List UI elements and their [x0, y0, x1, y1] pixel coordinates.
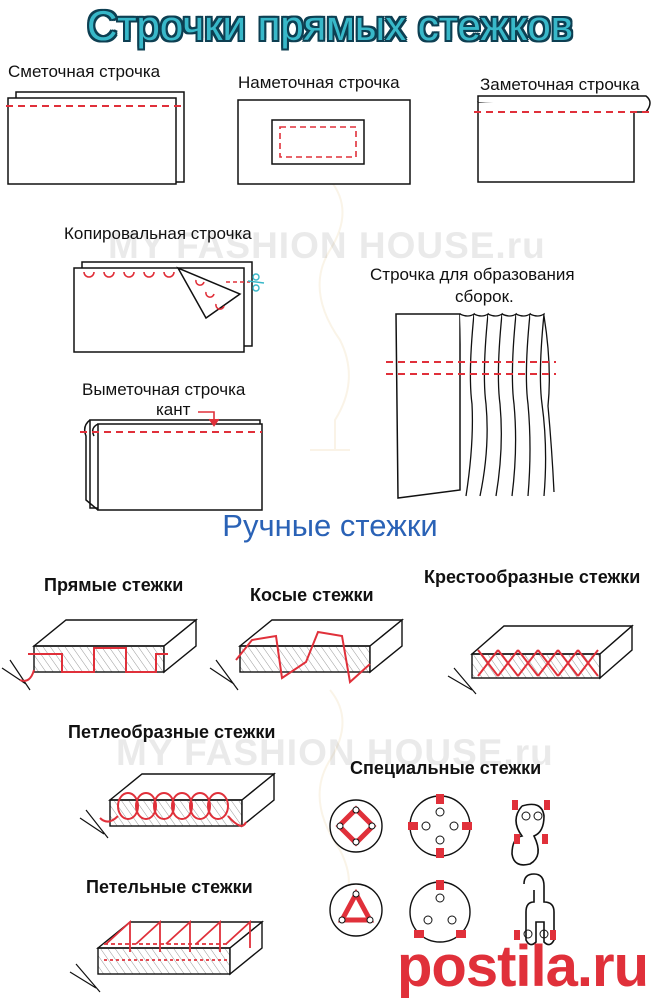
label-cross-stitches: Крестообразные стежки — [424, 567, 641, 587]
label-gathering-stitch-line1: Строчка для образования — [370, 265, 575, 284]
edge-basting-figure — [80, 411, 263, 511]
label-special-stitches: Специальные стежки — [350, 758, 542, 778]
running-stitch-figure — [1, 618, 198, 691]
hem-basting-figure — [474, 95, 652, 183]
tacking-stitch-figure — [237, 99, 411, 185]
mannequin-watermark-1 — [310, 179, 350, 451]
loop-stitch-figure — [79, 772, 276, 839]
label-gathering-stitch-line2: сборок. — [455, 287, 514, 306]
label-kant: кант — [156, 400, 191, 419]
section-title-hand-stitches: Ручные стежки — [222, 508, 438, 543]
page-title: Строчки прямых стежков — [86, 2, 574, 49]
special-stitch-button-triangle — [329, 883, 383, 937]
slanted-stitch-figure — [209, 618, 404, 691]
label-basting-stitch: Сметочная строчка — [8, 62, 161, 81]
label-loop-stitches: Петлеобразные стежки — [68, 722, 276, 742]
special-stitch-button-four-hole — [408, 794, 472, 858]
scissors-icon — [247, 273, 265, 292]
special-stitch-button-three-hole — [409, 880, 471, 943]
watermark-top: MY FASHION HOUSE.ru — [108, 225, 546, 266]
label-tacking-stitch: Наметочная строчка — [238, 73, 400, 92]
label-hem-basting-stitch: Заметочная строчка — [480, 75, 640, 94]
cross-stitch-figure — [447, 624, 634, 695]
label-slanted-stitches: Косые стежки — [250, 585, 374, 605]
special-stitch-button-diamond — [329, 799, 383, 853]
label-buttonhole-stitches: Петельные стежки — [86, 877, 253, 897]
special-stitch-hook — [514, 873, 556, 946]
label-edge-basting-stitch: Выметочная строчка — [82, 380, 246, 399]
special-stitch-hook-eye — [511, 800, 550, 866]
watermark-bottom: MY FASHION HOUSE.ru — [116, 732, 554, 773]
buttonhole-stitch-figure — [69, 919, 264, 993]
gathering-stitch-figure — [386, 312, 556, 499]
label-running-stitches: Прямые стежки — [44, 575, 184, 595]
basting-stitch-figure — [6, 91, 186, 185]
mannequin-watermark-2 — [318, 689, 350, 911]
brand-logo-text: postila.ru — [396, 934, 649, 999]
tailor-tack-figure — [73, 261, 265, 353]
label-tailor-tack-stitch: Копировальная строчка — [64, 224, 252, 243]
